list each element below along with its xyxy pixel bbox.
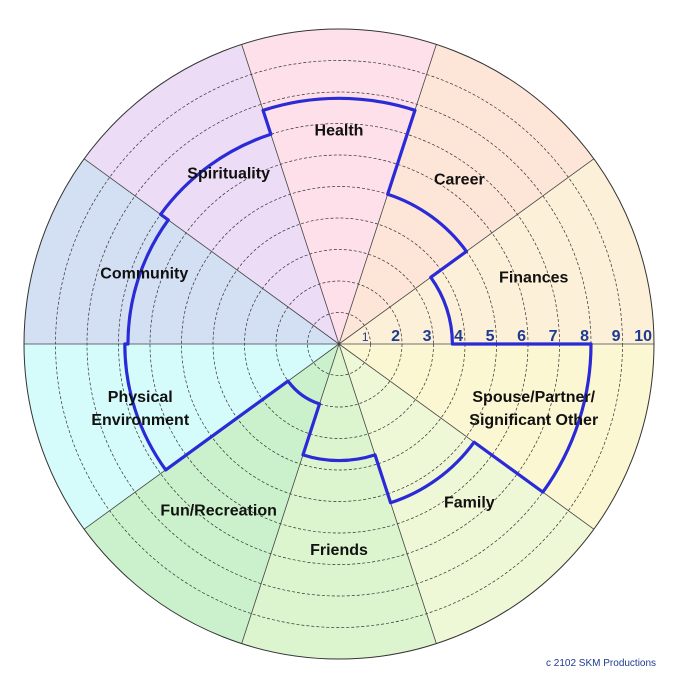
segment-label-spirituality: Spirituality [187,165,270,182]
score-outline [123,96,593,505]
segment-label-friends: Friends [310,542,368,559]
scale-label-3: 3 [423,328,432,345]
segment-fun-recreation [84,344,339,644]
scale-label-10: 10 [634,328,652,345]
scale-label-6: 6 [517,328,526,345]
segment-divider [241,343,340,644]
segment-label-fun-recreation: Fun/Recreation [160,503,276,520]
segment-community [24,158,339,344]
scale-label-5: 5 [486,328,495,345]
segment-label-community: Community [100,266,188,283]
segment-spirituality [84,44,339,345]
scale-label-7: 7 [549,328,558,345]
copyright-text: c 2102 SKM Productions [546,658,657,669]
segment-label-family: Family [444,495,495,512]
scale-label-9: 9 [612,328,621,345]
scale-labels: 1 2 3 4 5 6 7 8 9 10 [362,328,652,345]
scale-label-4: 4 [454,328,463,345]
outer-circle [23,28,655,660]
score-line [123,96,593,505]
scale-label-2: 2 [391,328,400,345]
segment-divider [83,158,340,345]
segment-divider [338,343,595,530]
segment-label-spouse-partner-significant-other: Spouse/Partner/Significant Other [469,389,598,429]
segment-physical-environment [24,344,339,530]
segment-label-health: Health [315,122,364,139]
segment-backgrounds [24,29,654,659]
segment-spouse-partner-significant-other [339,344,654,530]
scale-label-8: 8 [580,328,589,345]
segment-labels: HealthCareerFinancesSpouse/Partner/Signi… [91,122,598,559]
segment-finances [339,158,654,344]
scale-label-1: 1 [362,330,369,344]
segment-label-finances: Finances [499,270,568,287]
segment-label-career: Career [434,171,485,188]
segment-divider [241,44,340,345]
segment-family [339,344,594,644]
segment-career [339,44,594,345]
wheel-outline [23,28,655,660]
